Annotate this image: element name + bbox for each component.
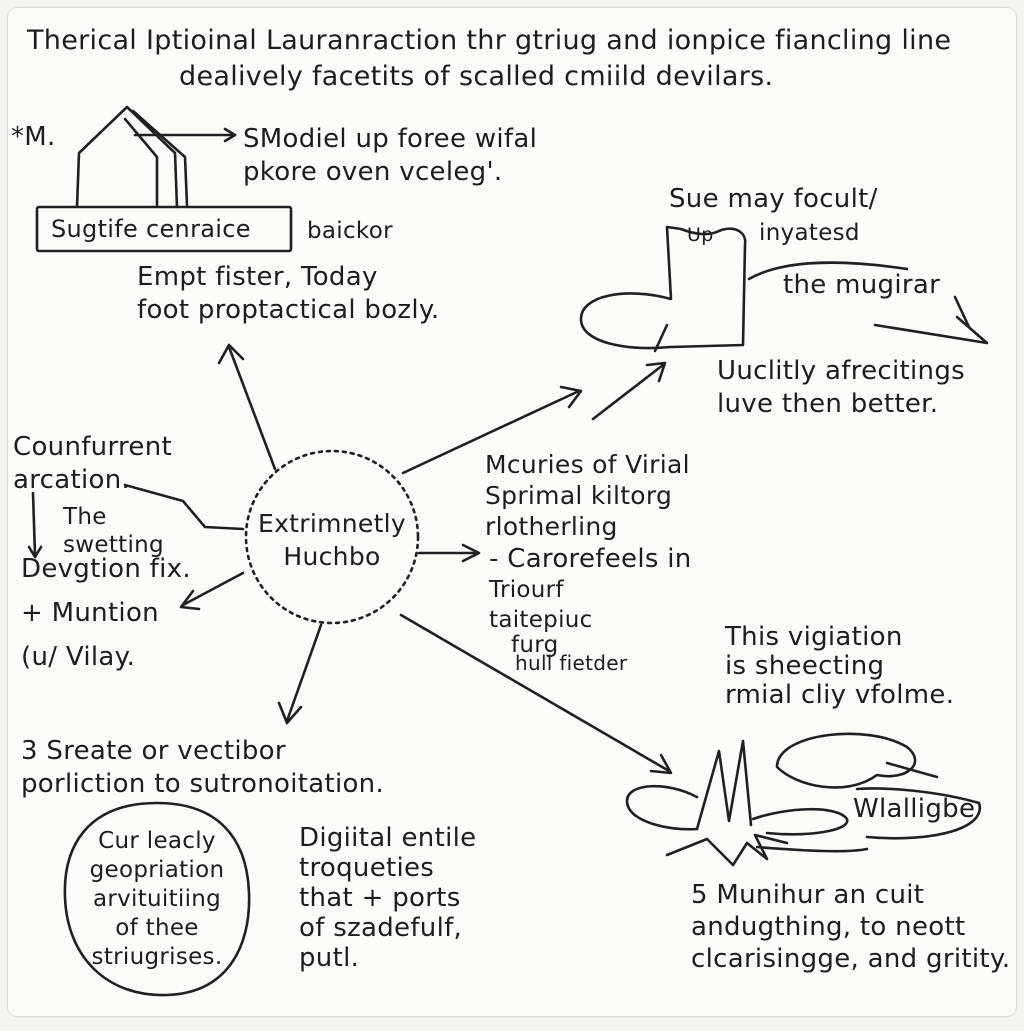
swetting-note: The swetting — [63, 504, 164, 558]
boot-sketch — [579, 225, 989, 353]
boot-tag: Up — [687, 224, 714, 246]
sue-note: Sue may focult/ — [669, 184, 878, 214]
walligbe-label: Wlalligbe — [853, 794, 976, 824]
empt-note: Empt fister, Today foot proptactical boz… — [137, 262, 440, 325]
model-note: SModiel up foree wifal pkore oven vceleg… — [243, 124, 538, 187]
vilay-note: (u/ Vilay. — [21, 642, 136, 672]
boxed-label-frame — [35, 205, 293, 253]
hub-arrows — [179, 343, 673, 775]
hub-label: Extrimnetly Huchbo — [257, 509, 407, 571]
uuclitly-note: Uuclitly afrecitings luve then better. — [717, 356, 965, 419]
boxed-label: Sugtife cenraice — [51, 215, 251, 243]
hull-fietder-note: hull fietder — [515, 651, 628, 675]
mcuries-note: Mcuries of Virial Sprimal kiltorg rlothe… — [485, 450, 690, 541]
vigiation-note: This vigiation is sheecting rmial cliy v… — [725, 622, 955, 710]
devgtion-note: Devgtion fix. — [21, 554, 191, 584]
counfurrent-note: Counfurrent arcation. — [13, 432, 172, 495]
mugirar-note: the mugirar — [783, 270, 941, 300]
munihur-note: 5 Munihur an cuit andugthing, to neott c… — [691, 880, 1011, 974]
carorefeels-note: - Carorefeels in — [489, 544, 692, 574]
hub-circle — [244, 449, 420, 625]
muntion-note: + Muntion — [21, 598, 159, 628]
circle-note: Cur leacly geopriation arvituitiing of t… — [89, 828, 225, 970]
house-sketch — [75, 105, 237, 209]
furg-note: furg — [511, 632, 559, 658]
hand-drawn-sketch-layer — [27, 105, 989, 997]
m-mark-note: *M. — [11, 122, 56, 152]
inyatesd-note: inyatesd — [759, 220, 860, 246]
whiteboard-diagram: Therical Iptioinal Lauranraction thr gtr… — [7, 7, 1017, 1017]
diagram-title-line2: dealively facetits of scalled cmiild dev… — [179, 61, 774, 92]
diagram-title-line1: Therical Iptioinal Lauranraction thr gtr… — [27, 25, 952, 56]
speech-circle — [63, 801, 251, 997]
connector-left-upper — [123, 483, 245, 531]
triourf-note: Triourf taitepiuc — [489, 577, 593, 633]
digital-note: Digiital entile troqueties that + ports … — [299, 823, 477, 973]
backor-note: baickor — [307, 218, 393, 244]
plant-sketch — [625, 732, 982, 867]
sreate-note: 3 Sreate or vectibor porliction to sutro… — [21, 736, 385, 799]
down-tick — [31, 491, 37, 557]
